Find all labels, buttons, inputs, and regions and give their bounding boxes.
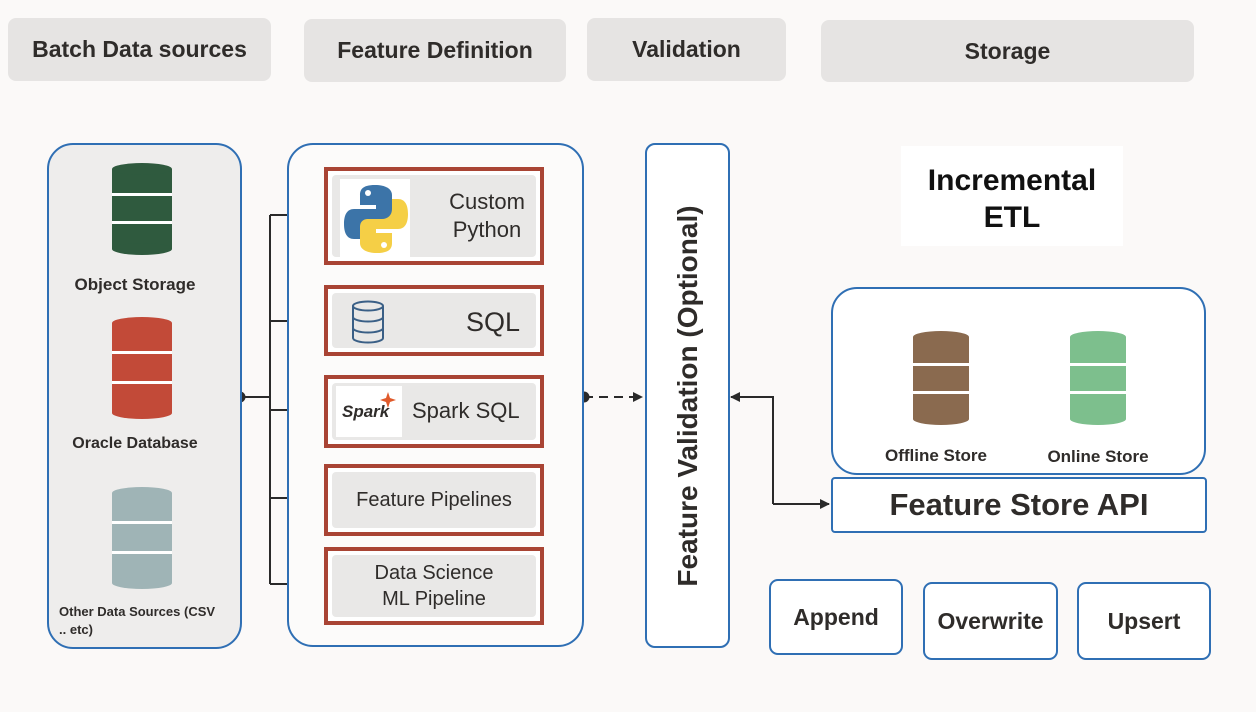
feature-store-api-box: Feature Store API (831, 477, 1207, 533)
feature-store-api-label: Feature Store API (889, 487, 1149, 522)
custom-python-box: Custom Python (324, 167, 544, 265)
header-validation: Validation (587, 18, 786, 81)
upsert-label: Upsert (1107, 607, 1181, 634)
object-storage-label: Object Storage (74, 275, 196, 294)
feature-pipelines-box: Feature Pipelines (324, 464, 544, 536)
feature-pipelines-label: Feature Pipelines (356, 488, 512, 511)
header-batch-data-sources: Batch Data sources (8, 18, 271, 81)
batch-sources-panel: Object Storage Oracle Database Other Dat… (47, 143, 242, 649)
header-storage: Storage (821, 20, 1194, 82)
python-logo-tile (340, 179, 410, 257)
feature-validation-label: Feature Validation (Optional) (671, 204, 703, 587)
spark-logo-tile: Spark (336, 386, 402, 437)
append-label: Append (793, 603, 879, 630)
spark-star-icon (380, 392, 396, 408)
header-feature-definition: Feature Definition (304, 19, 566, 82)
spark-logo-text: Spark (342, 402, 390, 421)
upsert-mode-box: Upsert (1077, 582, 1211, 660)
offline-store-database-icon (913, 331, 969, 425)
sql-label: SQL (465, 307, 520, 337)
object-storage-database-icon (112, 163, 172, 255)
sql-box: SQL (324, 285, 544, 356)
custom-python-label: Custom Python (449, 189, 525, 242)
python-logo-icon (344, 185, 408, 253)
online-store-database-icon (1070, 331, 1126, 425)
data-science-pipeline-label: Data Science ML Pipeline (374, 562, 494, 610)
oracle-database-icon (112, 317, 172, 419)
feature-validation-panel: Feature Validation (Optional) (645, 143, 730, 648)
other-data-sources-icon (112, 487, 172, 589)
overwrite-mode-box: Overwrite (923, 582, 1058, 660)
feature-store-panel: Offline Store Online Store (831, 287, 1206, 475)
overwrite-label: Overwrite (937, 607, 1044, 634)
other-data-sources-label: Other Data Sources (CSV .. etc) (59, 604, 216, 637)
spark-sql-label: Spark SQL (412, 398, 520, 423)
offline-store-label: Offline Store (884, 446, 987, 465)
database-outline-icon (352, 300, 384, 344)
online-store-label: Online Store (1047, 447, 1149, 466)
incremental-etl-label: Incremental ETL (901, 146, 1123, 246)
data-science-pipeline-box: Data Science ML Pipeline (324, 547, 544, 625)
oracle-database-label: Oracle Database (72, 435, 198, 452)
append-mode-box: Append (769, 579, 903, 655)
spark-sql-box: Spark Spark SQL (324, 375, 544, 448)
